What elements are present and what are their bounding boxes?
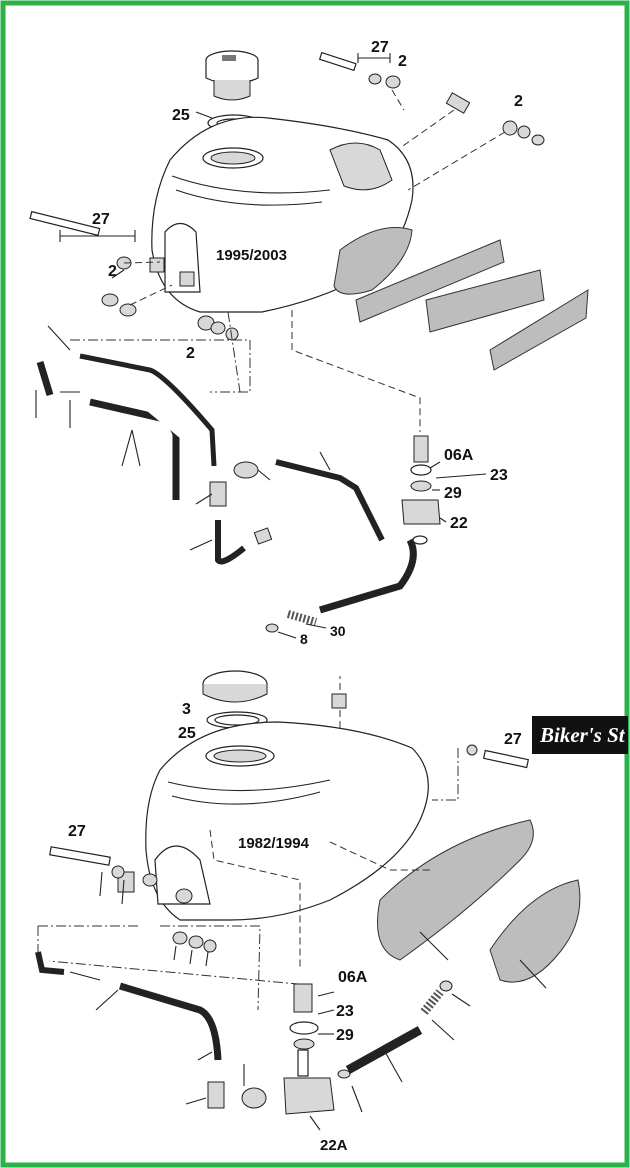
lower-bolt-27-left — [49, 846, 125, 879]
lower-callout-06a: 06A — [338, 969, 368, 986]
upper-spacers — [197, 315, 239, 341]
upper-filter-clip — [209, 461, 273, 565]
upper-callout-29: 29 — [444, 485, 462, 502]
upper-callout-27-top: 27 — [371, 39, 389, 56]
upper-decals — [333, 227, 589, 371]
lower-callout-22a: 22A — [320, 1137, 348, 1154]
lower-spring — [420, 989, 444, 1015]
lower-diagram — [35, 670, 581, 1131]
lower-vent-hose — [35, 951, 222, 1061]
upper-callout-2-bottom: 2 — [186, 345, 195, 362]
upper-fuel-hose — [318, 538, 417, 614]
upper-callout-2-top: 2 — [398, 53, 407, 70]
lower-callout-23: 23 — [336, 1003, 354, 1020]
upper-callout-06a: 06A — [444, 447, 474, 464]
upper-callout-2-right: 2 — [514, 93, 523, 110]
upper-callout-23: 23 — [490, 467, 508, 484]
upper-year-label: 1995/2003 — [216, 247, 287, 264]
upper-callout-8: 8 — [300, 631, 308, 647]
upper-bolt-27 — [318, 51, 401, 89]
upper-vent-hoses — [36, 325, 217, 500]
upper-callout-2-left: 2 — [108, 263, 117, 280]
watermark-badge: Biker's St — [532, 716, 628, 754]
upper-bolt-27-left — [29, 210, 137, 317]
lower-spacers — [172, 931, 217, 953]
upper-clamp — [265, 623, 279, 633]
upper-fuel-line — [275, 459, 385, 542]
lower-decals — [377, 819, 581, 983]
upper-petcock-assembly — [401, 435, 441, 545]
lower-top-nut — [331, 693, 347, 709]
upper-callout-27-left: 27 — [92, 211, 110, 228]
upper-fuel-cap — [205, 50, 259, 101]
lower-filter-clip — [207, 1081, 267, 1109]
upper-callout-25: 25 — [172, 107, 190, 124]
lower-petcock-assembly — [283, 983, 335, 1115]
upper-diagram — [29, 50, 589, 639]
lower-callout-27-left: 27 — [68, 823, 86, 840]
lower-callout-27-right: 27 — [504, 731, 522, 748]
upper-mount-hardware-right — [445, 92, 545, 146]
lower-fuel-cap — [202, 670, 268, 703]
lower-callout-29: 29 — [336, 1027, 354, 1044]
lower-callout-3: 3 — [182, 701, 191, 718]
lower-fuel-tank — [117, 721, 429, 921]
upper-callouts: 27 2 2 25 27 2 2 1995/2003 06A 23 29 22 … — [92, 39, 523, 647]
lower-year-label: 1982/1994 — [238, 835, 310, 852]
lower-callout-25: 25 — [178, 725, 196, 742]
upper-callout-30: 30 — [330, 623, 346, 639]
lower-bolt-27-right — [466, 744, 530, 769]
lower-callouts: 3 25 27 27 1982/1994 06A 23 29 22A — [68, 701, 522, 1154]
watermark-text: Biker's St — [539, 723, 626, 747]
upper-spring — [286, 610, 318, 626]
upper-callout-22: 22 — [450, 515, 468, 532]
